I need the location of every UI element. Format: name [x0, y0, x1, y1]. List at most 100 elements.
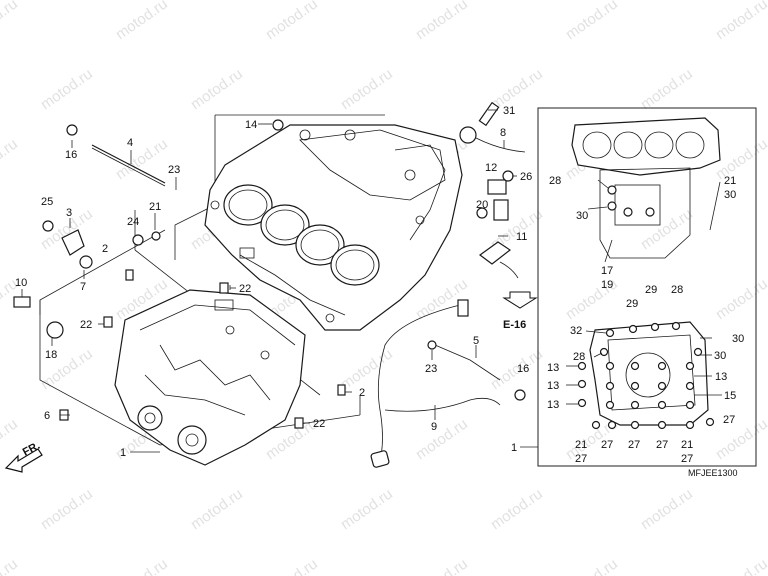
callout-21: 21 — [149, 201, 161, 213]
callout-22-lower: 22 — [313, 418, 325, 430]
callout-22-upper: 22 — [239, 283, 251, 295]
watermark-text: motod.ru — [338, 485, 396, 533]
sensor-20 — [493, 199, 509, 221]
inset-panel — [537, 107, 757, 467]
watermark-text: motod.ru — [413, 555, 471, 576]
inset-callout-27-bl: 27 — [575, 453, 587, 465]
cylinder-bore-1 — [223, 184, 273, 226]
upper-crankcase — [204, 124, 463, 331]
watermark-text: motod.ru — [338, 345, 396, 393]
callout-23-lower: 23 — [425, 363, 437, 375]
oil-pipe-4 — [91, 144, 166, 184]
callout-5: 5 — [473, 335, 479, 347]
figure-code: MFJEE1300 — [688, 468, 738, 478]
callout-14: 14 — [245, 119, 257, 131]
callout-3: 3 — [66, 207, 72, 219]
sensor-e16 — [457, 299, 469, 317]
callout-2-upper: 2 — [102, 243, 108, 255]
inset-callout-21-top: 21 — [724, 175, 736, 187]
inset-callout-17: 17 — [601, 265, 613, 277]
filter-18 — [46, 321, 64, 339]
dowel-22-upper — [219, 282, 229, 294]
watermark-text: motod.ru — [38, 485, 96, 533]
inset-callout-21-br: 21 — [681, 439, 693, 451]
watermark-text: motod.ru — [113, 135, 171, 183]
inset-callout-27-b3: 27 — [628, 439, 640, 451]
inset-callout-28-c: 28 — [573, 351, 585, 363]
watermark-text: motod.ru — [263, 0, 321, 43]
inset-callout-27-b2: 27 — [601, 439, 613, 451]
watermark-text: motod.ru — [713, 275, 768, 323]
callout-22-mid: 22 — [80, 319, 92, 331]
inset-callout-13-a: 13 — [547, 362, 559, 374]
callout-25: 25 — [41, 196, 53, 208]
watermark-text: motod.ru — [413, 415, 471, 463]
inset-callout-29-a: 29 — [626, 298, 638, 310]
callout-1-main: 1 — [120, 447, 126, 459]
oring-7 — [79, 255, 93, 269]
ref-arrow-e16 — [502, 291, 538, 309]
inset-frame — [537, 107, 757, 467]
inset-callout-32: 32 — [570, 325, 582, 337]
bolt-25 — [42, 220, 54, 232]
watermark-text: motod.ru — [638, 65, 696, 113]
inset-callout-27-right: 27 — [723, 414, 735, 426]
callout-23: 23 — [168, 164, 180, 176]
inset-callout-15: 15 — [724, 390, 736, 402]
callout-7: 7 — [80, 281, 86, 293]
watermark-text: motod.ru — [0, 555, 21, 576]
callout-4: 4 — [127, 137, 133, 149]
inset-callout-28-b: 28 — [671, 284, 683, 296]
callout-18: 18 — [45, 349, 57, 361]
front-direction-arrow — [4, 448, 43, 473]
cylinder-bore-3 — [295, 224, 345, 266]
cover-3 — [61, 229, 85, 256]
dowel-2-upper — [125, 269, 134, 281]
watermark-text: motod.ru — [0, 0, 21, 43]
inset-callout-21-bl: 21 — [575, 439, 587, 451]
sensor-8 — [459, 126, 477, 144]
inset-callout-30-right: 30 — [724, 189, 736, 201]
watermark-text: motod.ru — [488, 485, 546, 533]
inset-callout-29-b: 29 — [645, 284, 657, 296]
watermark-text: motod.ru — [113, 555, 171, 576]
watermark-text: motod.ru — [263, 555, 321, 576]
harness-9 — [377, 304, 461, 461]
inset-callout-30-left: 30 — [576, 210, 588, 222]
watermark-text: motod.ru — [638, 485, 696, 533]
callout-11: 11 — [516, 231, 527, 243]
watermark-text: motod.ru — [563, 555, 621, 576]
watermark-text: motod.ru — [188, 485, 246, 533]
leader-lines — [21, 109, 538, 453]
watermark-text: motod.ru — [413, 0, 471, 43]
callout-16: 16 — [65, 149, 77, 161]
inset-callout-28-top: 28 — [549, 175, 561, 187]
sensor-12 — [487, 179, 507, 195]
inset-callout-30-c: 30 — [732, 333, 744, 345]
dowel-2-lower — [337, 384, 346, 396]
callout-20: 20 — [476, 199, 488, 211]
callout-26: 26 — [520, 171, 532, 183]
callout-31: 31 — [503, 105, 515, 117]
watermark-text: motod.ru — [38, 65, 96, 113]
watermark-text: motod.ru — [113, 0, 171, 43]
inset-callout-30-d: 30 — [714, 350, 726, 362]
dowel-22-lower — [294, 417, 304, 429]
inset-lower-bolts — [577, 321, 715, 430]
watermark-text: motod.ru — [188, 65, 246, 113]
watermark-text: motod.ru — [338, 65, 396, 113]
inset-callout-27-br: 27 — [681, 453, 693, 465]
callout-12: 12 — [485, 162, 497, 174]
grommet-23 — [427, 340, 437, 350]
callout-16-lower: 16 — [517, 363, 529, 375]
lower-crankcase — [114, 289, 306, 466]
watermark-text: motod.ru — [713, 555, 768, 576]
bolt-16-lower — [514, 389, 526, 401]
ref-label-e16: E-16 — [503, 319, 526, 331]
callout-24: 24 — [127, 216, 139, 228]
inset-callout-13-b: 13 — [547, 380, 559, 392]
watermark-text: motod.ru — [0, 135, 21, 183]
watermark-text: motod.ru — [713, 415, 768, 463]
inset-callout-13-d: 13 — [715, 371, 727, 383]
